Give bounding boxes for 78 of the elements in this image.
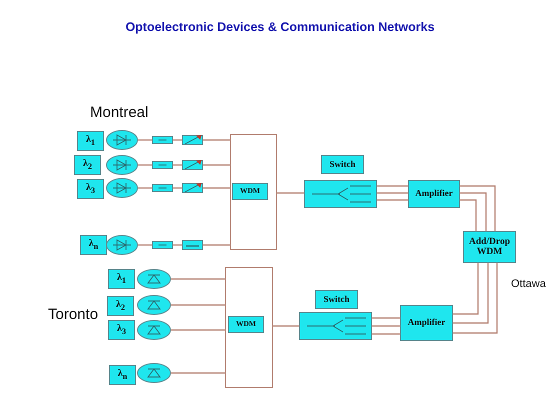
wdm-enclosure	[225, 267, 273, 388]
connector-line	[273, 325, 299, 327]
wavelength-box	[108, 320, 135, 340]
wavelength-box	[109, 365, 136, 385]
connector-line	[138, 244, 152, 246]
switch-label-box	[321, 155, 364, 174]
connector-line	[171, 278, 225, 280]
connector-line	[203, 187, 230, 189]
optical-switch-block	[304, 180, 377, 208]
wavelength-label: λ$_{3}$	[116, 323, 126, 337]
connector-line	[453, 263, 489, 324]
connector-line	[138, 139, 152, 141]
wavelength-box	[77, 179, 104, 199]
laser-diode-symbol	[106, 178, 138, 198]
connector-line	[372, 325, 400, 327]
connector-line	[377, 199, 408, 201]
wdm-box	[228, 316, 264, 333]
switch-label-box	[315, 290, 358, 309]
wavelength-label: λ$_{2}$	[82, 158, 92, 172]
switch-label-label: Switch	[329, 160, 356, 170]
connector-line	[138, 187, 152, 189]
wavelength-label: λ$_{3}$	[86, 182, 96, 196]
optical-switch-block	[299, 312, 372, 340]
wdm-enclosure	[230, 134, 277, 250]
connector-line	[203, 139, 230, 141]
wavelength-label: λ$_{n}$	[88, 238, 98, 252]
amplifier-box	[408, 180, 460, 208]
wavelength-label: λ$_{1}$	[86, 134, 96, 148]
wavelength-label: λ$_{1}$	[116, 272, 126, 286]
modulator-block	[152, 161, 173, 169]
connector-line	[277, 192, 304, 194]
attenuator-block	[182, 183, 203, 193]
photodiode-symbol	[137, 295, 171, 315]
modulator-block	[152, 184, 173, 192]
connector-line	[171, 372, 225, 374]
laser-diode-symbol	[106, 130, 138, 150]
connector-line	[372, 333, 400, 335]
modulator-block	[152, 136, 173, 144]
connector-line	[377, 192, 408, 194]
photodiode-symbol	[137, 320, 171, 340]
wavelength-box	[108, 269, 135, 289]
add-drop-wdm-box	[463, 231, 516, 263]
photodiode-symbol	[137, 363, 171, 383]
connector-line	[203, 164, 230, 166]
connector-line	[453, 263, 479, 315]
city-label: Ottawa	[511, 278, 546, 290]
laser-diode-symbol	[106, 155, 138, 175]
amplifier-label: Amplifier	[408, 318, 446, 328]
wavelength-label: λ$_{n}$	[118, 368, 128, 382]
wavelength-label: λ$_{2}$	[116, 299, 126, 313]
switch-label-label: Switch	[323, 294, 350, 304]
connector-line	[171, 329, 225, 331]
wavelength-box	[80, 235, 107, 255]
connector-line	[203, 244, 230, 246]
city-label: Montreal	[90, 104, 148, 121]
connector-line	[377, 185, 408, 187]
wdm-box	[232, 183, 268, 200]
wavelength-box	[77, 131, 104, 151]
laser-diode-symbol	[106, 235, 138, 255]
photodiode-symbol	[137, 269, 171, 289]
connector-line	[453, 263, 498, 334]
connector-line	[460, 185, 496, 231]
modulator-block	[152, 241, 173, 249]
connector-line	[372, 317, 400, 319]
connector-line	[138, 164, 152, 166]
add-drop-wdm-label: Add/Drop WDM	[468, 236, 511, 258]
amplifier-label: Amplifier	[415, 189, 453, 199]
wavelength-box	[107, 296, 134, 316]
wavelength-box	[74, 155, 101, 175]
amplifier-box	[400, 305, 453, 341]
attenuator-block	[182, 135, 203, 145]
connector-line	[460, 192, 487, 231]
city-label: Toronto	[48, 306, 98, 323]
diagram-title: Optoelectronic Devices & Communication Networks	[124, 20, 436, 34]
connector-line	[171, 304, 225, 306]
filter-block	[182, 240, 203, 250]
attenuator-block	[182, 160, 203, 170]
connector-line	[460, 199, 477, 231]
